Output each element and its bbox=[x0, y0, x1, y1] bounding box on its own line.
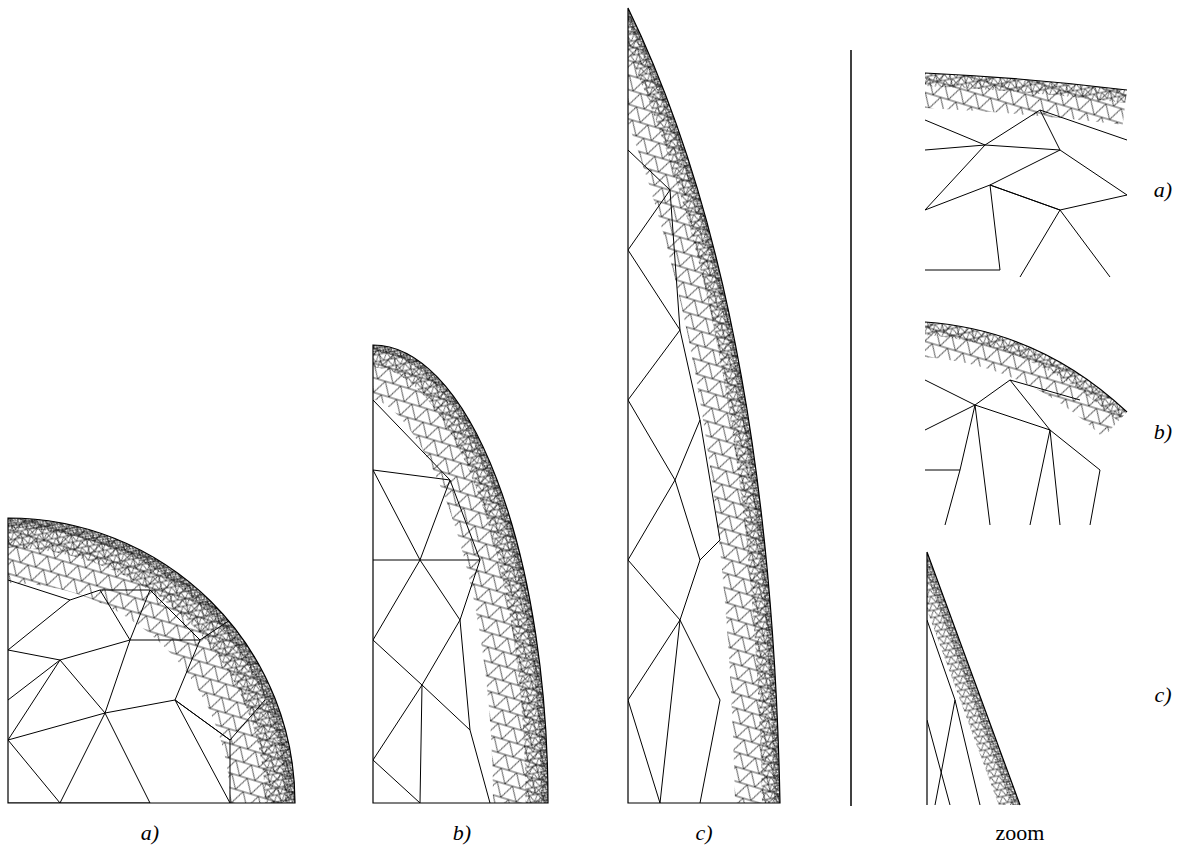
panel-label: b) bbox=[1154, 421, 1172, 443]
panel-label: a) bbox=[141, 822, 159, 844]
mesh-c bbox=[628, 8, 780, 803]
mesh-a bbox=[8, 518, 295, 803]
domain-outline bbox=[628, 8, 780, 803]
panel-label: c) bbox=[695, 822, 712, 844]
panel-label: a) bbox=[1154, 179, 1172, 201]
zoom-caption: zoom bbox=[996, 822, 1045, 844]
separator-line bbox=[850, 50, 852, 806]
panel-label: b) bbox=[453, 822, 471, 844]
mesh-b bbox=[373, 345, 548, 803]
domain-outline bbox=[927, 552, 1020, 805]
zoom-b bbox=[925, 322, 1127, 525]
domain-outline bbox=[8, 518, 295, 803]
domain-outline bbox=[373, 345, 548, 803]
zoom-a bbox=[925, 73, 1127, 277]
zoom-c bbox=[927, 552, 1020, 805]
domain-outline bbox=[925, 322, 1127, 412]
domain-outline bbox=[925, 73, 1127, 90]
panel-label: c) bbox=[1154, 684, 1171, 706]
